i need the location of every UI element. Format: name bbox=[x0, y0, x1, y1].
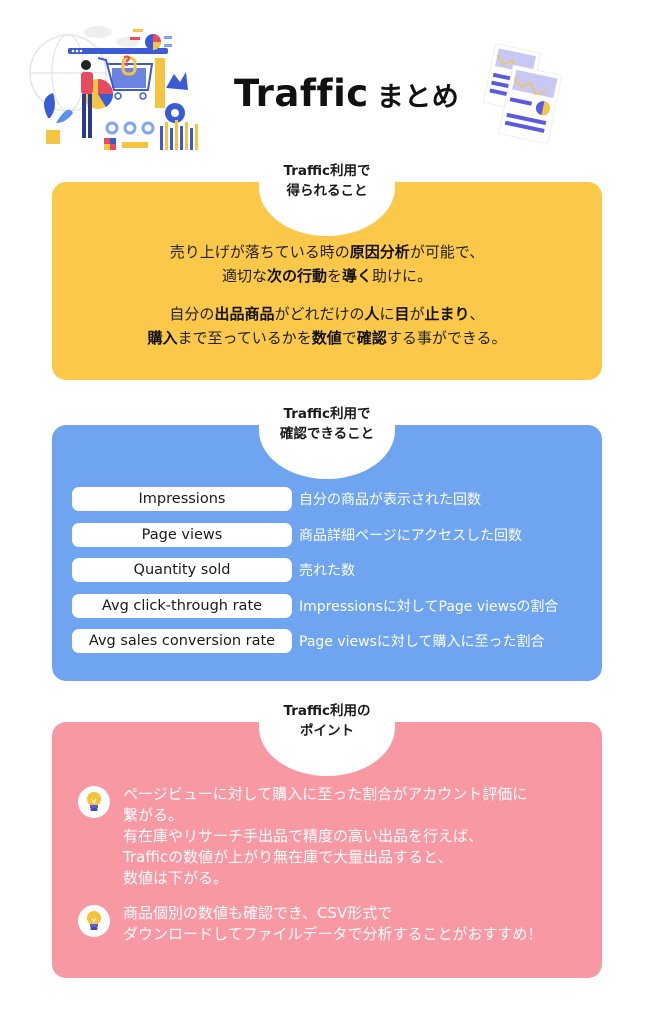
point-line: Trafficの数値が上がり無在庫で大量出品すると、 bbox=[123, 848, 453, 866]
benefits-tab-line1: Traffic利用で bbox=[283, 163, 371, 179]
benefit-paragraph: 自分の出品商品がどれだけの人に目が止まり、購入まで至っているかを数値で確認する事… bbox=[147, 305, 507, 347]
points-tab-line2: ポイント bbox=[300, 723, 354, 739]
report-documents-illustration bbox=[482, 43, 563, 145]
points-card-tab: Traffic利用の ポイント bbox=[259, 696, 395, 776]
lightbulb-icon bbox=[78, 905, 110, 937]
points-card: Traffic利用の ポイント ページビューに対して購入に至った割合がアカウント… bbox=[52, 696, 602, 978]
point-line: ダウンロードしてファイルデータで分析することがおすすめ！ bbox=[123, 925, 543, 943]
metric-description: 自分の商品が表示された回数 bbox=[299, 492, 481, 508]
svg-text:?: ? bbox=[123, 54, 131, 70]
point-item: 商品個別の数値も確認でき、CSV形式で ダウンロードしてファイルデータで分析する… bbox=[78, 903, 590, 945]
metrics-tab-line2: 確認できること bbox=[279, 426, 375, 442]
lightbulb-icon bbox=[78, 786, 110, 818]
metrics-card: Traffic利用で 確認できること Impressions 自分の商品が表示さ… bbox=[52, 399, 602, 681]
point-line: 有在庫やリサーチ手出品で精度の高い出品を行えば、 bbox=[123, 827, 484, 845]
benefits-card-tab: Traffic利用で 得られること bbox=[259, 156, 395, 236]
metric-row-impressions: Impressions 自分の商品が表示された回数 bbox=[72, 487, 592, 511]
analytics-shopping-illustration: ? bbox=[29, 26, 198, 150]
metric-description: 商品詳細ページにアクセスした回数 bbox=[299, 527, 523, 544]
metric-description: Page viewsに対して購入に至った割合 bbox=[299, 634, 545, 650]
metric-label: Quantity sold bbox=[72, 558, 292, 582]
metric-label: Impressions bbox=[72, 487, 292, 511]
points-tab-line1: Traffic利用の bbox=[283, 703, 371, 719]
metric-description: Impressionsに対してPage viewsの割合 bbox=[299, 598, 559, 615]
benefit-paragraph: 売り上げが落ちている時の原因分析が可能で、適切な次の行動を導く助けに。 bbox=[169, 243, 485, 285]
point-line: 商品個別の数値も確認でき、CSV形式で bbox=[123, 904, 393, 922]
metrics-list: Impressions 自分の商品が表示された回数 Page views 商品詳… bbox=[72, 487, 592, 665]
point-line: 繋がる。 bbox=[123, 806, 184, 824]
point-item: ページビューに対して購入に至った割合がアカウント評価に 繋がる。 有在庫やリサー… bbox=[78, 784, 590, 889]
benefits-text: 売り上げが落ちている時の原因分析が可能で、適切な次の行動を導く助けに。自分の出品… bbox=[52, 240, 602, 364]
metric-row-page-views: Page views 商品詳細ページにアクセスした回数 bbox=[72, 522, 592, 547]
metric-row-quantity-sold: Quantity sold 売れた数 bbox=[72, 558, 592, 582]
benefits-tab-line2: 得られること bbox=[286, 183, 368, 199]
points-list: ページビューに対して購入に至った割合がアカウント評価に 繋がる。 有在庫やリサー… bbox=[78, 784, 590, 959]
metric-row-ctr: Avg click-through rate Impressionsに対してPa… bbox=[72, 593, 592, 618]
metric-label: Avg click-through rate bbox=[72, 593, 292, 618]
metric-label: Page views bbox=[72, 522, 292, 547]
metrics-card-tab: Traffic利用で 確認できること bbox=[259, 399, 395, 479]
benefits-card: Traffic利用で 得られること 売り上げが落ちている時の原因分析が可能で、適… bbox=[52, 156, 602, 380]
point-text: 商品個別の数値も確認でき、CSV形式で ダウンロードしてファイルデータで分析する… bbox=[123, 903, 543, 945]
metrics-tab-line1: Traffic利用で bbox=[283, 406, 371, 422]
point-line: ページビューに対して購入に至った割合がアカウント評価に bbox=[123, 785, 528, 803]
point-text: ページビューに対して購入に至った割合がアカウント評価に 繋がる。 有在庫やリサー… bbox=[123, 784, 527, 889]
metric-row-conversion-rate: Avg sales conversion rate Page viewsに対して… bbox=[72, 629, 592, 653]
metric-label: Avg sales conversion rate bbox=[72, 629, 292, 653]
metric-description: 売れた数 bbox=[299, 563, 355, 579]
point-line: 数値は下がる。 bbox=[123, 869, 229, 887]
